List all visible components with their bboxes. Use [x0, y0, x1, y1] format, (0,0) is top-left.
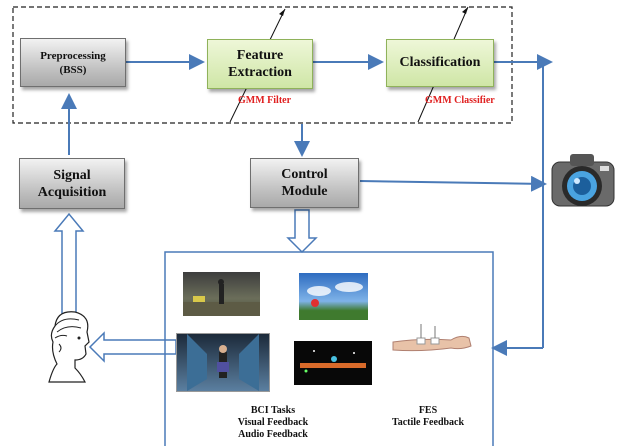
feature-extraction-block: Feature Extraction — [207, 39, 313, 89]
preprocessing-block: Preprocessing (BSS) — [20, 38, 126, 87]
control-module-block: Control Module — [250, 158, 359, 208]
fes-caption: FES Tactile Feedback — [378, 405, 478, 429]
visual-feedback-text: Visual Feedback — [237, 417, 309, 428]
gmm-classifier-label: GMM Classifier — [425, 95, 495, 106]
bci-tasks-text: BCI Tasks — [250, 405, 296, 416]
balance-board-thumb — [294, 341, 372, 385]
corridor-walker-thumb — [176, 333, 270, 392]
signal-acquisition-label: Signal Acquisition — [37, 167, 107, 200]
audio-feedback-text: Audio Feedback — [238, 429, 308, 440]
feedback-frame — [164, 251, 494, 446]
arrow-control-to-camera — [359, 175, 547, 192]
gmm-filter-label: GMM Filter — [238, 95, 292, 106]
arm-electrodes-thumb — [391, 320, 473, 370]
signal-acquisition-block: Signal Acquisition — [19, 158, 125, 209]
feature-extraction-label: Feature Extraction — [228, 48, 292, 80]
preprocessing-label: Preprocessing (BSS) — [40, 49, 106, 76]
hollow-arrow-control-feedback — [286, 209, 318, 254]
classification-label: Classification — [399, 55, 481, 70]
camera-icon — [548, 148, 618, 218]
fes-text: FES — [418, 405, 438, 416]
hollow-arrow-feedback-user — [88, 331, 177, 363]
tactile-feedback-text: Tactile Feedback — [391, 417, 465, 428]
control-module-label: Control Module — [281, 167, 328, 199]
classification-block: Classification — [386, 39, 494, 87]
hollow-arrow-user-acq — [53, 212, 85, 319]
processing-frame — [12, 6, 513, 124]
game-scene-thumb — [183, 272, 260, 316]
bci-caption: BCI Tasks Visual Feedback Audio Feedback — [233, 405, 313, 441]
sky-balloon-thumb — [299, 273, 368, 320]
user-head-icon — [45, 308, 95, 383]
